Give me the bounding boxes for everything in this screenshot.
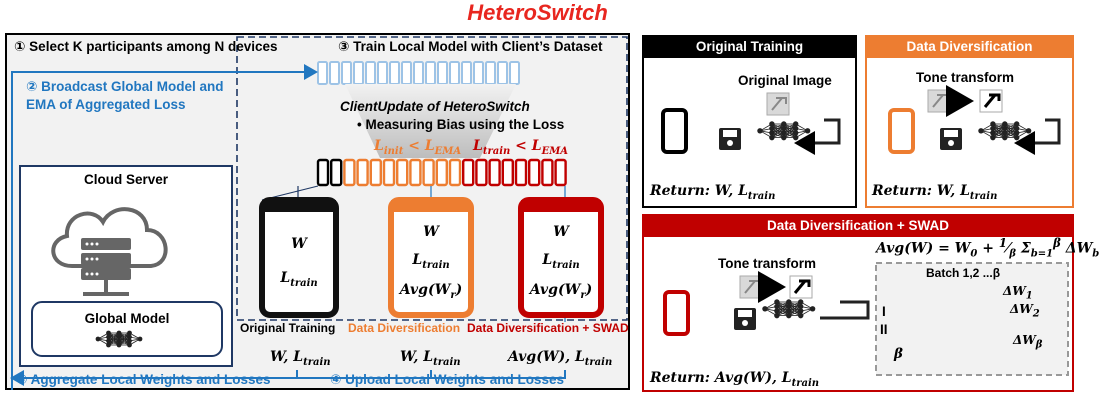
- device-slot: [528, 158, 541, 187]
- panel-original-header: Original Training: [695, 39, 804, 54]
- device-slot: [462, 158, 475, 187]
- swad-transform-label: Tone transform: [718, 256, 817, 271]
- global-model-label: Global Model: [84, 311, 170, 326]
- phone2-avg: Avg(Wr): [399, 282, 463, 301]
- device-slot: [488, 158, 501, 187]
- dwb-label: ΔWβ: [1013, 333, 1043, 351]
- swad-toned-image-icon: [789, 275, 813, 299]
- aggregate-arrow: [9, 370, 566, 386]
- panel-phone-orange: [888, 108, 915, 154]
- device-slot: [343, 158, 356, 187]
- phone2-loss: Ltrain: [412, 252, 450, 271]
- zoom-cone: [345, 84, 516, 158]
- phone3-loss: Ltrain: [542, 252, 580, 271]
- device-slot: [501, 158, 514, 187]
- div-gray-image-icon: [927, 89, 951, 113]
- upload-swad: Avg(W), Ltrain: [508, 349, 613, 368]
- dw1-label: ΔW1: [1003, 284, 1033, 302]
- device-slot: [316, 158, 330, 187]
- roman-1: I: [882, 304, 886, 319]
- device-slot: [514, 158, 528, 187]
- device-slot: [475, 158, 488, 187]
- global-model-nn-icon: [95, 330, 143, 348]
- original-image-label: Original Image: [738, 73, 832, 88]
- batch-box: [875, 262, 1069, 376]
- panel-diversification-header: Data Diversification: [906, 39, 1033, 54]
- device-slot: [435, 158, 448, 187]
- step4-label: ④ Upload Local Weights and Losses: [330, 372, 564, 387]
- phone3-avg: Avg(Wr): [529, 282, 593, 301]
- device-slot: [356, 158, 369, 187]
- panel-swad-header: Data Diversification + SWAD: [767, 218, 949, 233]
- global-model-box: [31, 301, 223, 357]
- upload-original: W, Ltrain: [270, 349, 331, 368]
- phone-original: [259, 197, 339, 318]
- step2-label-line2: EMA of Aggregated Loss: [26, 97, 186, 112]
- device-slot: [409, 158, 422, 187]
- dw2-label: ΔW2: [1010, 302, 1040, 320]
- phone2-w: W: [423, 224, 439, 240]
- cond-train: Ltrain < LEMA: [473, 138, 569, 157]
- step5-label: ⑤ Aggregate Local Weights and Losses: [16, 372, 271, 387]
- cloud-server-icon: [51, 207, 168, 296]
- device-name-diversification: Data Diversification: [348, 321, 461, 335]
- swad-formula: Avg(W) = W0 + 1⁄β Σb=1β ΔWb: [876, 236, 1099, 260]
- client-update-title: ClientUpdate of HeteroSwitch: [340, 99, 530, 114]
- device-slot: [330, 158, 343, 187]
- beta-label: β: [894, 346, 903, 362]
- device-slot: [382, 158, 396, 187]
- device-slot: [369, 158, 382, 187]
- device-slot: [554, 158, 567, 187]
- device-slot: [448, 158, 462, 187]
- upload-diversification: W, Ltrain: [400, 349, 461, 368]
- panel-phone-black: [661, 108, 688, 154]
- cond-init: Linit < LEMA: [374, 138, 462, 157]
- original-image-icon: [766, 92, 790, 116]
- phone1-w: W: [291, 236, 307, 252]
- top-device-strip: [317, 61, 520, 85]
- train-region-dashed-box: [236, 36, 628, 321]
- step1-label: ① Select K participants among N devices: [14, 39, 278, 54]
- step3-label: ③ Train Local Model with Client’s Datase…: [338, 39, 603, 54]
- device-slot: [422, 158, 435, 187]
- cloud-server-label: Cloud Server: [83, 172, 169, 187]
- div-transform-label: Tone transform: [916, 70, 1015, 85]
- broadcast-arrow: [11, 64, 318, 390]
- device-name-original: Original Training: [240, 321, 336, 335]
- diagram-title: HeteroSwitch: [467, 0, 608, 25]
- step2-label-line1: ② Broadcast Global Model and: [26, 79, 224, 94]
- device-slot: [541, 158, 554, 187]
- panel-phone-red: [663, 290, 690, 336]
- roman-2: II: [880, 322, 888, 337]
- swad-gray-image-icon: [739, 275, 763, 299]
- phone3-w: W: [553, 224, 569, 240]
- div-toned-image-icon: [979, 89, 1003, 113]
- device-slot: [396, 158, 409, 187]
- device-name-swad: Data Diversification + SWAD: [467, 321, 629, 335]
- client-device-row: [316, 158, 567, 187]
- return-original: Return: W, Ltrain: [650, 183, 776, 202]
- phone1-loss: Ltrain: [280, 270, 318, 289]
- bias-bullet: • Measuring Bias using the Loss: [357, 117, 565, 132]
- diagram-graphics: [9, 35, 1074, 392]
- return-swad: Return: Avg(W), Ltrain: [650, 370, 820, 389]
- return-diversification: Return: W, Ltrain: [872, 183, 998, 202]
- batch-label: Batch 1,2 ...β: [926, 266, 1001, 280]
